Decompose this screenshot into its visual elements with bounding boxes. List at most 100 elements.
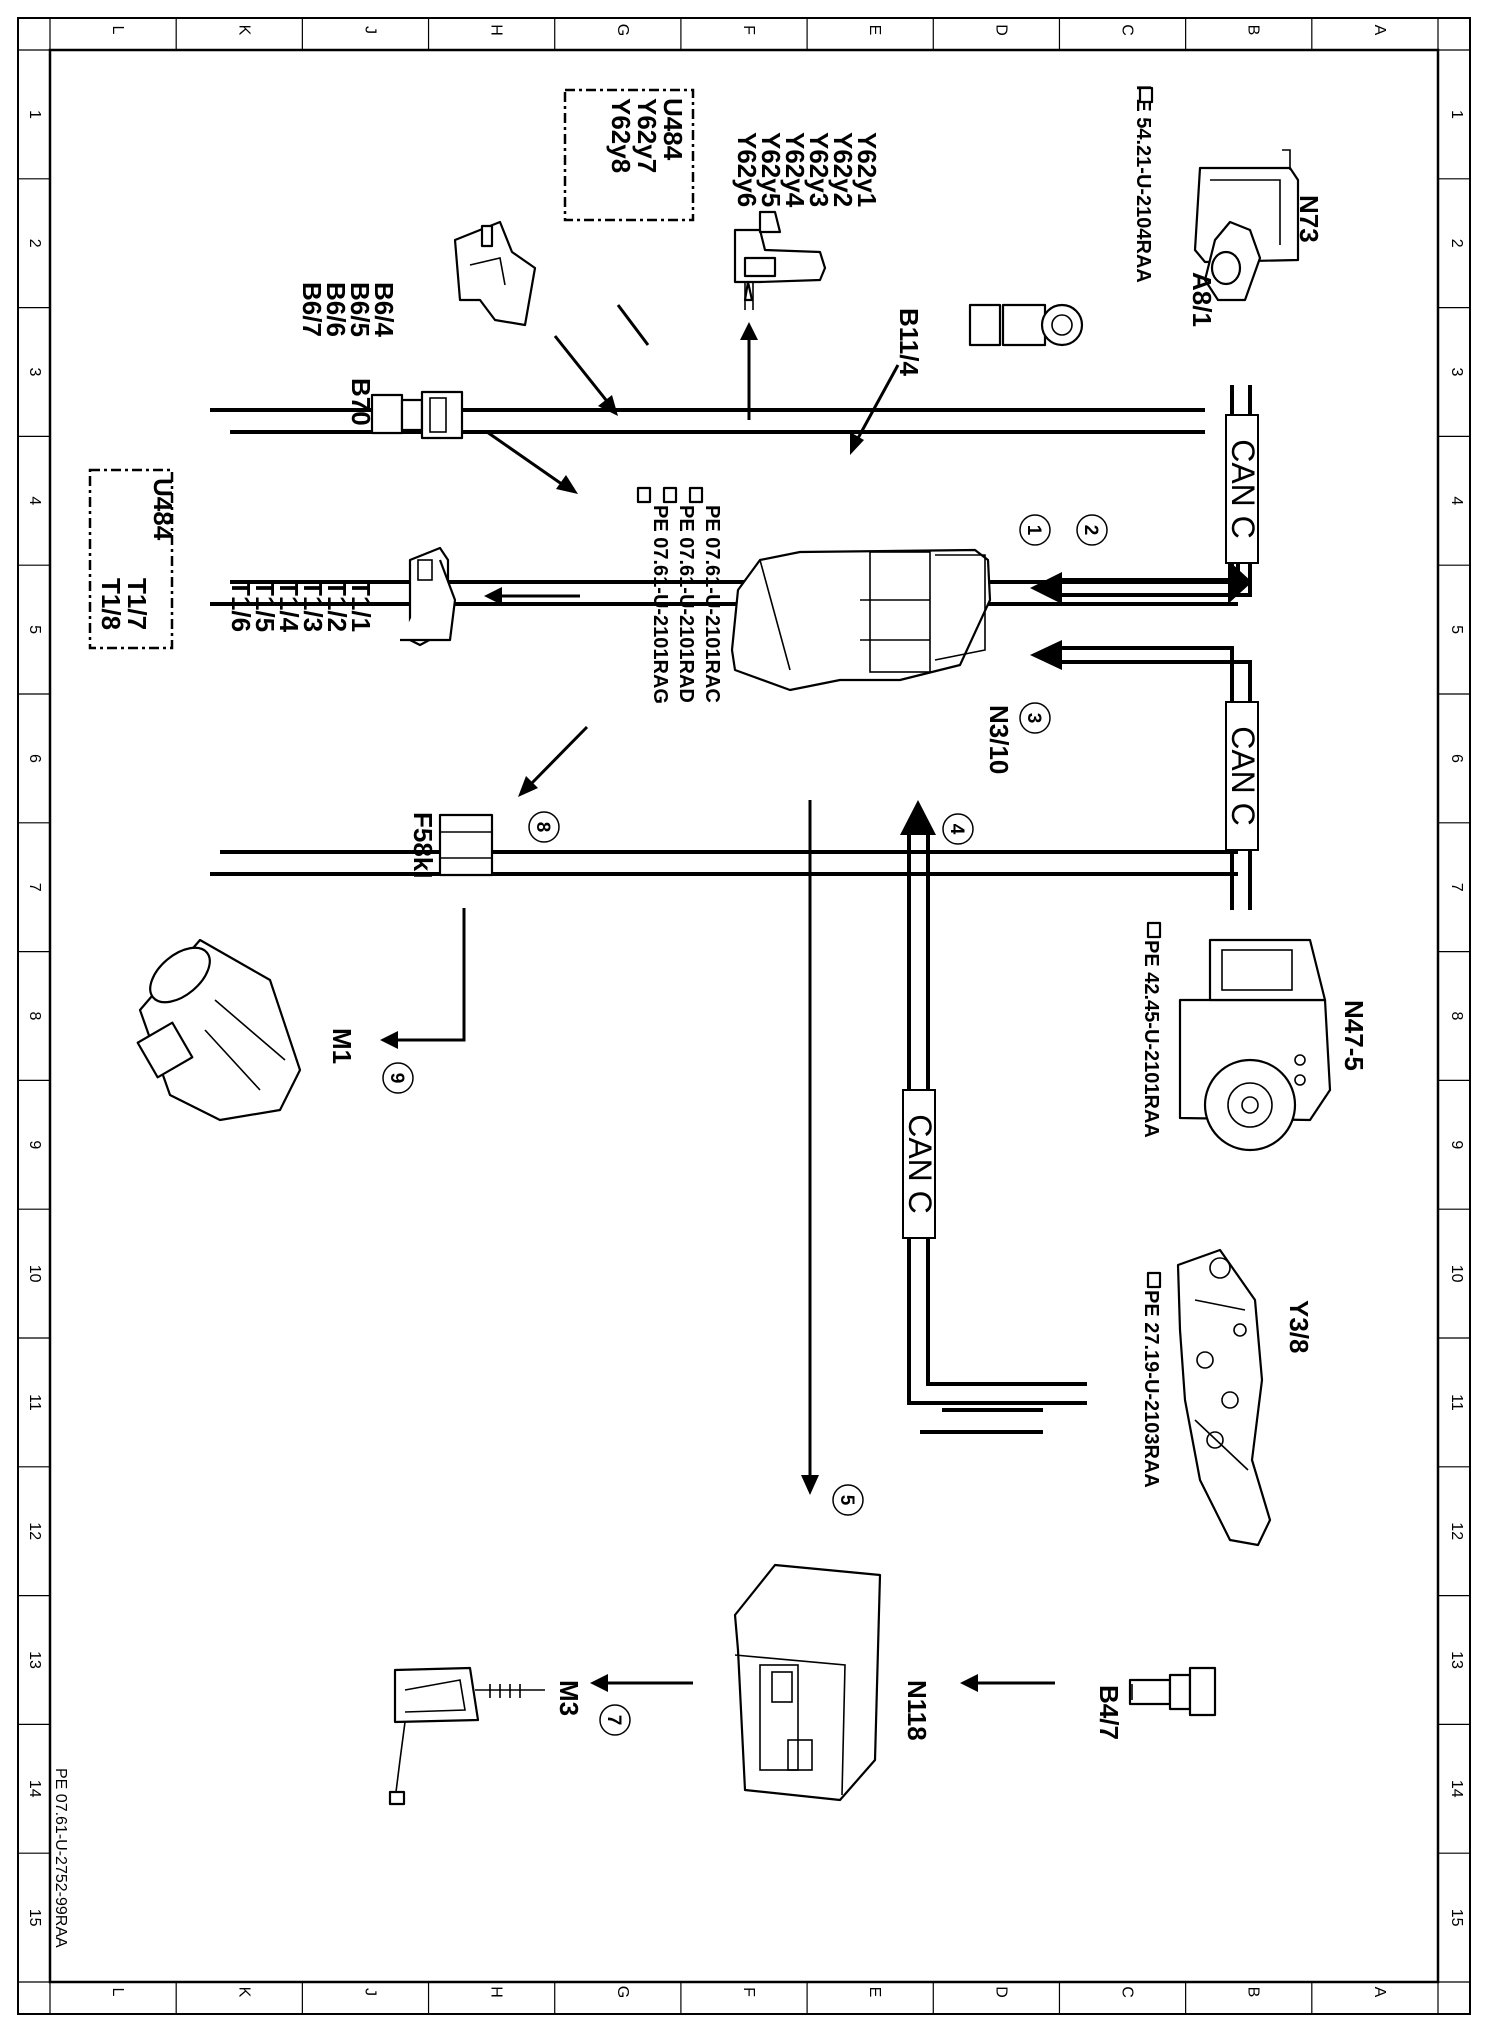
svg-text:PE 07.61-U-2101RAC: PE 07.61-U-2101RAC (701, 505, 723, 703)
grid-row-left-3: 3 (26, 368, 43, 377)
circle-number-8: 8 (528, 811, 560, 843)
svg-text:Y62y3: Y62y3 (804, 132, 834, 207)
can-bus-paths (900, 385, 1252, 1405)
y3-8-label: Y3/8 (1284, 1300, 1314, 1354)
svg-text:PE 07.61-U-2101RAD: PE 07.61-U-2101RAD (675, 505, 697, 703)
grid-col-bottom-A: A (1371, 1987, 1388, 1998)
svg-text:4: 4 (946, 824, 967, 835)
svg-text:T1/5: T1/5 (250, 580, 280, 632)
svg-text:8: 8 (532, 822, 553, 833)
n73-ignition-switch (1193, 149, 1300, 302)
svg-text:Y62y1: Y62y1 (852, 132, 882, 207)
grid-row-left-9: 9 (26, 1140, 43, 1149)
grid-row-right-15: 15 (1448, 1909, 1465, 1927)
grid-row-left-15: 15 (26, 1909, 43, 1927)
svg-text:B6/4: B6/4 (369, 282, 399, 337)
grid-row-right-4: 4 (1448, 496, 1465, 505)
grid-col-top-L: L (109, 26, 126, 35)
grid-row-left-7: 7 (26, 883, 43, 892)
circle-number-1: 1 (1019, 514, 1051, 546)
grid-col-top-K: K (235, 25, 252, 36)
n3-10-engine-ecu (730, 548, 992, 692)
n47-5-ref-icon (1146, 921, 1162, 939)
svg-text:B6/6: B6/6 (321, 282, 351, 337)
grid-col-bottom-L: L (109, 1988, 126, 1997)
grid-row-right-1: 1 (1448, 110, 1465, 119)
b6-camshaft-sensor (453, 220, 537, 327)
arrow-can-4 (900, 800, 936, 835)
n47-5-ref: PE 42.45-U-2101RAA (1140, 940, 1162, 1138)
circle-number-3: 3 (1019, 702, 1051, 734)
t1-text-list: T1/1 T1/2 T1/3 T1/4 T1/5 T1/6 (226, 580, 376, 633)
svg-text:7: 7 (603, 1715, 624, 1726)
grid-row-left-2: 2 (26, 239, 43, 248)
grid-col-top-E: E (866, 25, 883, 36)
grid-col-bottom-C: C (1119, 1986, 1136, 1998)
svg-text:T1/8: T1/8 (96, 578, 126, 630)
m1-label: M1 (327, 1028, 357, 1064)
grid-col-top-J: J (361, 26, 378, 34)
grid-col-top-B: B (1245, 25, 1262, 36)
circle-numbers: 2 1 3 4 5 7 8 9 (382, 514, 1108, 1736)
grid-row-left-11: 11 (26, 1394, 43, 1411)
grid-col-top-G: G (614, 24, 631, 36)
b4-7-pressure-sensor (1128, 1666, 1217, 1717)
grid-col-top-D: D (992, 24, 1009, 36)
n3-10-refs: PE 07.61-U-2101RAC PE 07.61-U-2101RAD PE… (636, 486, 723, 704)
b6-text-list: B6/4 B6/5 B6/6 B6/7 (297, 282, 399, 337)
y62-injector (733, 210, 827, 310)
grid-row-right-8: 8 (1448, 1012, 1465, 1021)
can-label-1: CAN C (1225, 414, 1261, 564)
grid-row-left-14: 14 (26, 1780, 43, 1798)
svg-text:T1/1: T1/1 (346, 580, 376, 632)
b70-label: B70 (346, 378, 376, 426)
grid-col-bottom-E: E (866, 1987, 883, 1998)
svg-text:CAN C: CAN C (1225, 439, 1261, 539)
grid-row-left-1: 1 (26, 110, 43, 119)
svg-text:T1/7: T1/7 (122, 578, 152, 630)
svg-text:T1/6: T1/6 (226, 580, 256, 632)
n73-ref-icon (1138, 86, 1154, 104)
svg-text:CAN C: CAN C (1225, 726, 1261, 826)
circle-number-7: 7 (599, 1704, 631, 1736)
svg-text:Y62y6: Y62y6 (732, 132, 762, 207)
grid-row-left-13: 13 (26, 1651, 43, 1669)
svg-text:Y62y5: Y62y5 (756, 132, 786, 207)
svg-text:T1/2: T1/2 (322, 580, 352, 632)
t1-ignition-coil (400, 546, 457, 647)
svg-text:2: 2 (1080, 525, 1101, 536)
f58ki-relay (438, 813, 494, 877)
svg-text:Y62y7: Y62y7 (632, 98, 662, 173)
m3-fuel-pump (388, 1666, 545, 1806)
grid-col-bottom-D: D (992, 1986, 1009, 1998)
grid-col-bottom-K: K (235, 1987, 252, 1998)
arrow-can-3 (1030, 640, 1062, 670)
y62-text-list: Y62y1 Y62y2 Y62y3 Y62y4 Y62y5 Y62y6 (732, 132, 882, 208)
y3-8-ref: PE 27.19-U-2103RAA (1140, 1290, 1162, 1488)
grid-row-right-12: 12 (1448, 1522, 1465, 1540)
grid-col-top-H: H (488, 24, 505, 36)
b70-crank-sensor (370, 390, 464, 440)
circle-number-4: 4 (942, 813, 974, 845)
grid-col-bottom-J: J (361, 1988, 378, 1996)
grid-row-right-13: 13 (1448, 1651, 1465, 1669)
svg-text:Y62y8: Y62y8 (606, 98, 636, 173)
svg-text:B6/5: B6/5 (345, 282, 375, 337)
grid-row-right-2: 2 (1448, 239, 1465, 248)
grid-row-left-12: 12 (26, 1522, 43, 1540)
n47-5-esp-unit (1178, 938, 1332, 1152)
y3-8-valve-body (1176, 1248, 1272, 1547)
svg-text:PE 07.61-U-2101RAG: PE 07.61-U-2101RAG (649, 505, 671, 704)
f58ki-label: F58kI (408, 812, 438, 879)
n73-ref: PE 54.21-U-2104RAA (1132, 85, 1154, 283)
svg-text:9: 9 (386, 1073, 407, 1084)
svg-text:U484: U484 (148, 478, 178, 541)
grid-row-right-3: 3 (1448, 368, 1465, 377)
svg-text:U484: U484 (658, 98, 688, 161)
n3-10-label: N3/10 (984, 705, 1014, 774)
svg-text:1: 1 (1023, 525, 1044, 536)
grid-col-bottom-F: F (740, 1987, 757, 1997)
svg-text:B6/7: B6/7 (297, 282, 327, 337)
